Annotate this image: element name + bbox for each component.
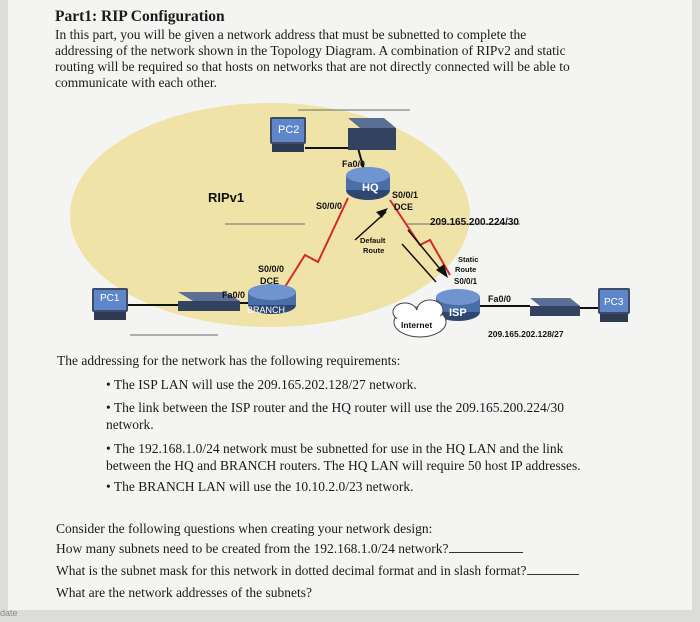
requirement-1: • The ISP LAN will use the 209.165.202.1… <box>106 377 417 392</box>
static-route-label-2: Route <box>455 265 476 274</box>
branch-dce-label: DCE <box>260 276 279 286</box>
net-isp-lan-label: 209.165.202.128/27 <box>488 329 564 339</box>
question-2: What is the subnet mask for this network… <box>56 563 579 579</box>
ripv1-label: RIPv1 <box>208 190 244 205</box>
hq-label: HQ <box>362 182 379 194</box>
internet-label: Internet <box>401 320 432 330</box>
ripv2-area <box>70 103 470 327</box>
static-route-label: Static <box>458 255 478 264</box>
isp-router <box>436 289 480 321</box>
pc3-label: PC3 <box>604 297 624 308</box>
intro-line-1: In this part, you will be given a networ… <box>55 27 527 42</box>
intro-line-2: addressing of the network shown in the T… <box>55 43 566 58</box>
questions-intro: Consider the following questions when cr… <box>56 521 433 536</box>
pc1-label: PC1 <box>100 293 120 304</box>
hq-fa00-label: Fa0/0 <box>342 159 365 169</box>
hq-s001-label: S0/0/1 <box>392 190 418 200</box>
pc3-computer <box>598 288 630 322</box>
question-3: What are the network addresses of the su… <box>56 585 313 600</box>
part-title: Part1: RIP Configuration <box>55 8 225 25</box>
question-1: How many subnets need to be created from… <box>56 541 523 557</box>
hq-switch <box>348 118 396 150</box>
requirement-3: • The 192.168.1.0/24 network must be sub… <box>106 441 564 456</box>
hq-dce-label: DCE <box>394 202 413 212</box>
requirement-3-cont: between the HQ and BRANCH routers. The H… <box>106 458 581 473</box>
internet-cloud <box>392 299 447 338</box>
intro-line-4: communicate with each other. <box>55 75 217 90</box>
default-route-label: Default <box>360 236 386 245</box>
pc2-computer <box>270 117 306 152</box>
net-hq-isp-label: 209.165.200.224/30 <box>430 217 519 228</box>
pc1-computer <box>92 288 128 320</box>
requirement-2-cont: network. <box>106 417 154 432</box>
isp-label: ISP <box>449 307 467 319</box>
hq-router <box>346 167 390 200</box>
isp-s001-label: S0/0/1 <box>454 277 478 286</box>
requirements-intro: The addressing for the network has the f… <box>57 353 401 368</box>
isp-fa00-label: Fa0/0 <box>488 294 511 304</box>
intro-line-3: routing will be required so that hosts o… <box>55 59 570 74</box>
pc2-label: PC2 <box>278 124 299 136</box>
requirement-2: • The link between the ISP router and th… <box>106 400 565 415</box>
corner-label: date <box>0 608 18 618</box>
default-route-label-2: Route <box>363 246 384 255</box>
branch-s000-label: S0/0/0 <box>258 264 284 274</box>
branch-label: BRANCH <box>247 305 285 315</box>
branch-fa00-label: Fa0/0 <box>222 290 245 300</box>
hq-s000-label: S0/0/0 <box>316 201 342 211</box>
requirement-4: • The BRANCH LAN will use the 10.10.2.0/… <box>106 479 414 494</box>
isp-switch <box>530 298 580 316</box>
branch-switch <box>178 292 240 311</box>
branch-router <box>248 284 296 314</box>
